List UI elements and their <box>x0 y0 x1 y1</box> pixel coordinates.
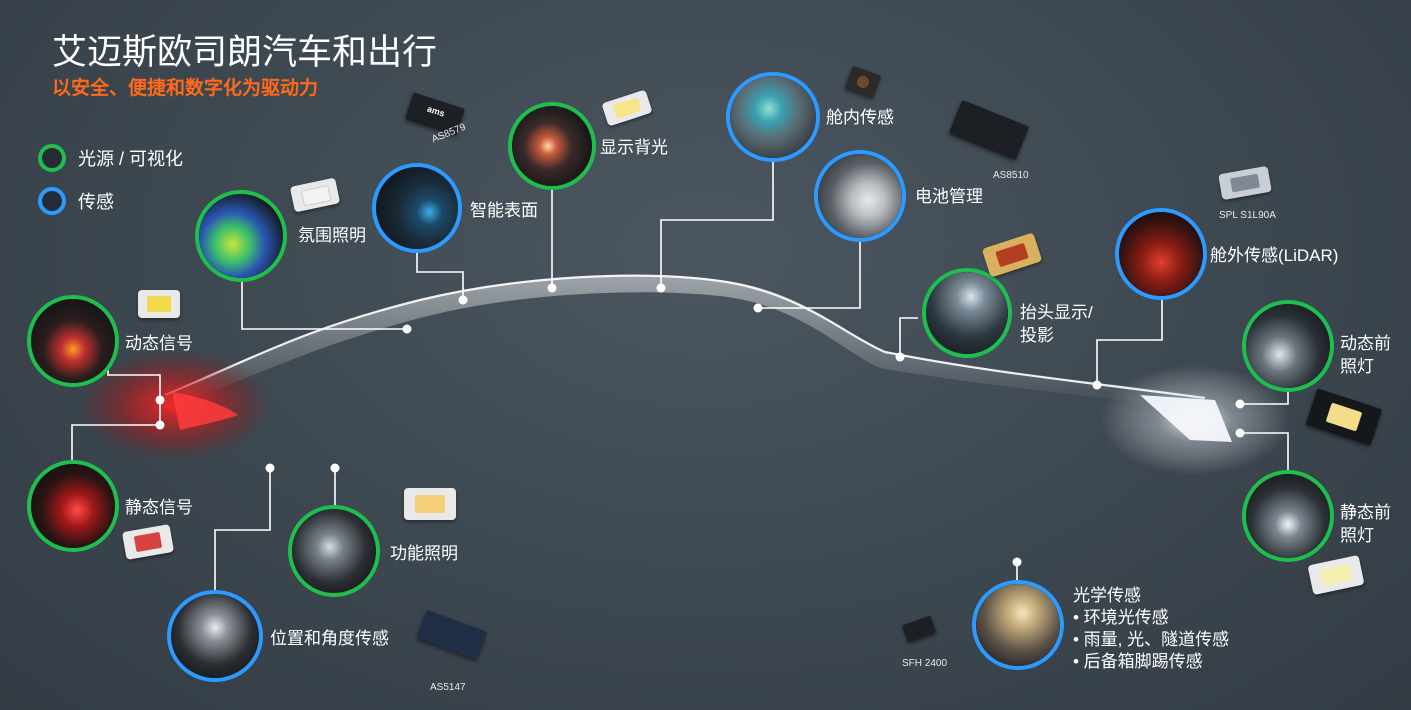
ambient-light-label: 氛围照明 <box>298 226 366 245</box>
smart-surface-photo[interactable] <box>372 163 462 253</box>
legend-item-light: 光源 / 可视化 <box>38 144 183 172</box>
as8510-label: AS8510 <box>993 170 1029 181</box>
spl-label: SPL S1L90A <box>1219 210 1276 221</box>
legend-label: 传感 <box>78 192 114 212</box>
connector-dots <box>155 283 1245 567</box>
backlight-photo[interactable] <box>508 102 596 190</box>
legend-label: 光源 / 可视化 <box>78 149 184 169</box>
hud-label-line1: 抬头显示/ <box>1020 303 1093 322</box>
optical-sensing-photo[interactable] <box>972 580 1064 670</box>
optical-sensing-list: • 环境光传感 • 雨量, 光、隧道传感 • 后备箱脚踢传感 <box>1073 607 1229 673</box>
sfh2400-label: SFH 2400 <box>902 658 948 669</box>
position-angle-photo[interactable] <box>167 590 263 682</box>
function-light-label: 功能照明 <box>390 544 458 563</box>
car-roof-glow <box>160 275 1200 410</box>
dynamic-signal-photo[interactable] <box>27 295 119 387</box>
list-item: • 后备箱脚踢传感 <box>1073 652 1203 671</box>
list-item: • 环境光传感 <box>1073 608 1169 627</box>
cabin-sensing-photo[interactable] <box>726 72 820 162</box>
legend-item-sensing: 传感 <box>38 187 114 215</box>
dynamic-signal-led-icon <box>138 290 180 318</box>
page-subtitle: 以安全、便捷和数字化为驱动力 <box>52 78 319 99</box>
function-light-led-icon <box>404 488 456 520</box>
sensing-legend-icon <box>38 187 66 215</box>
static-front-label-1: 静态前 <box>1340 503 1391 522</box>
ams-logo: ams <box>425 103 447 119</box>
lidar-photo[interactable] <box>1115 208 1207 300</box>
light-legend-icon <box>38 144 66 172</box>
static-front-light-photo[interactable] <box>1242 470 1334 562</box>
dynamic-front-light-photo[interactable] <box>1242 300 1334 392</box>
hud-photo[interactable] <box>922 268 1012 358</box>
tail-light-shape <box>172 392 238 430</box>
function-light-photo[interactable] <box>288 505 380 597</box>
static-signal-photo[interactable] <box>27 460 119 552</box>
backlight-label: 显示背光 <box>600 138 668 157</box>
list-item: • 雨量, 光、隧道传感 <box>1073 630 1230 649</box>
battery-photo[interactable] <box>814 150 906 242</box>
ambient-light-photo[interactable] <box>195 190 287 282</box>
dynamic-front-label-2: 照灯 <box>1340 357 1374 376</box>
optical-sensing-title: 光学传感 <box>1073 586 1141 605</box>
static-signal-label: 静态信号 <box>125 498 193 517</box>
lidar-label: 舱外传感(LiDAR) <box>1210 246 1339 265</box>
battery-label: 电池管理 <box>915 187 983 206</box>
hud-label-line2: 投影 <box>1020 326 1054 345</box>
dynamic-signal-label: 动态信号 <box>125 334 193 353</box>
page-title: 艾迈斯欧司朗汽车和出行 <box>52 33 438 72</box>
head-light-shape <box>1140 395 1232 442</box>
position-angle-label: 位置和角度传感 <box>270 629 389 648</box>
smart-surface-label: 智能表面 <box>470 201 538 220</box>
dynamic-front-label-1: 动态前 <box>1340 334 1391 353</box>
static-front-label-2: 照灯 <box>1340 526 1374 545</box>
as5147-label: AS5147 <box>430 682 466 693</box>
cabin-sensing-label: 舱内传感 <box>826 108 894 127</box>
